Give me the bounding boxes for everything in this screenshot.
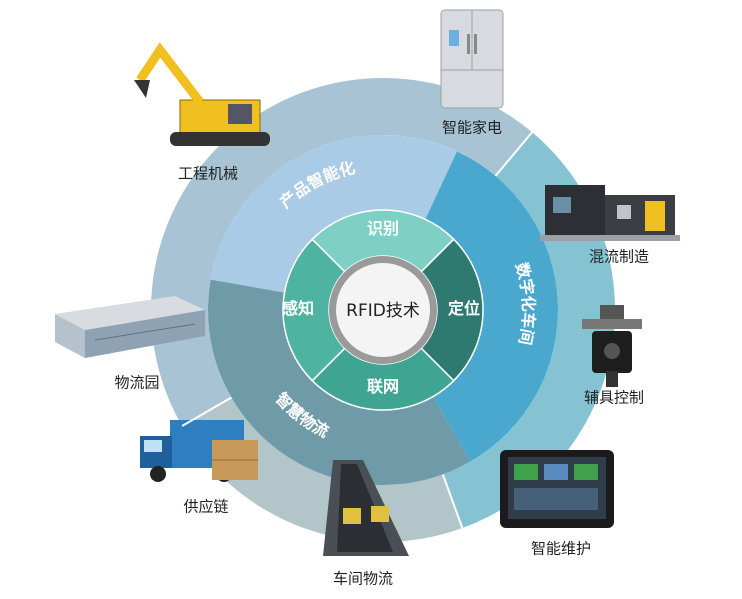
factory-machine-icon	[540, 185, 680, 241]
outer-label-appliance: 智能家电	[441, 118, 503, 137]
outer-ring-divider	[494, 131, 533, 177]
inner-ring: 识别 定位 联网 感知	[282, 209, 484, 411]
inner-label-locate: 定位	[447, 299, 480, 318]
outer-ring-divider	[441, 474, 464, 529]
fixture-device-icon	[582, 305, 642, 387]
tablet-monitor-icon	[500, 450, 614, 528]
inner-label-identify: 识别	[367, 219, 399, 238]
center-hub: RFID技术	[329, 256, 437, 364]
outer-label-construction-machinery: 工程机械	[177, 164, 239, 183]
outer-ring-top-sector	[151, 77, 533, 426]
inner-label-sense: 感知	[282, 299, 314, 318]
conveyor-icon	[323, 460, 409, 556]
center-hub-face	[336, 263, 430, 357]
outer-label-smart-maintenance: 智能维护	[530, 539, 592, 558]
outer-label-mixed-manufacturing: 混流制造	[588, 247, 650, 266]
center-title: RFID技术	[346, 301, 420, 321]
warehouse-icon	[55, 296, 205, 358]
truck-icon	[140, 420, 258, 482]
refrigerator-icon	[440, 9, 504, 109]
excavator-icon	[134, 42, 270, 146]
outer-ring-divider	[181, 396, 232, 427]
middle-ring: 产品智能化 数字化车间 智慧物流	[207, 135, 558, 485]
outer-label-workshop-logistics: 车间物流	[332, 569, 394, 588]
outer-label-logistics-park: 物流园	[114, 373, 160, 392]
outer-ring-bottom-sector	[182, 397, 463, 542]
middle-ring-sector-workshop	[425, 151, 558, 462]
outer-label-fixture-control: 辅具控制	[583, 388, 645, 407]
middle-ring-sector-product	[210, 135, 457, 293]
middle-ring-sector-logistics	[207, 279, 471, 485]
outer-label-supply-chain: 供应链	[183, 497, 229, 516]
outer-ring-dividers	[181, 131, 533, 529]
inner-label-network: 联网	[367, 377, 399, 396]
